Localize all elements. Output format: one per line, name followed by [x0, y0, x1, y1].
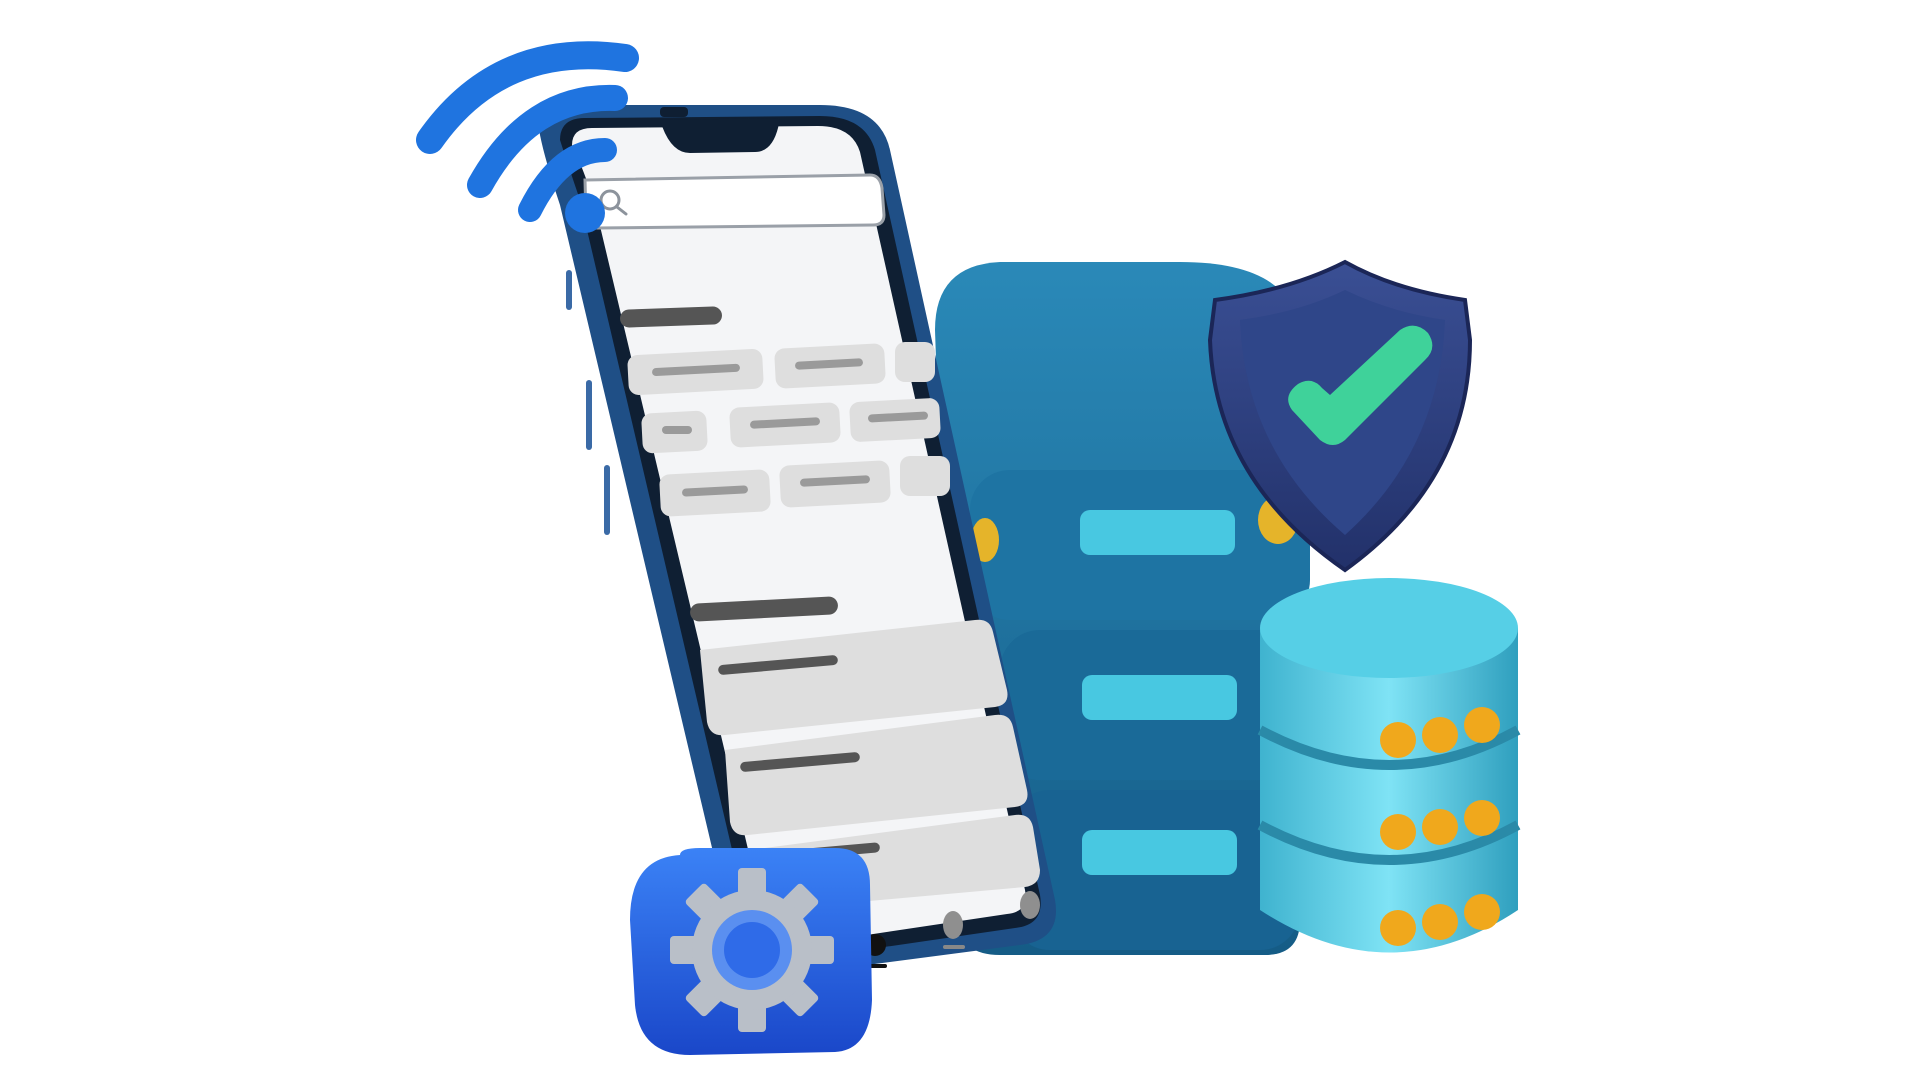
- section-heading-bar-2: [690, 596, 838, 622]
- search-icon: [599, 189, 628, 216]
- server-unit-2: [1000, 630, 1300, 780]
- database-icon: [1257, 578, 1521, 953]
- search-dot-icon[interactable]: [943, 911, 963, 939]
- shield-check-icon: [1207, 259, 1473, 573]
- profile-dot-icon[interactable]: [1020, 891, 1040, 919]
- list-card-2[interactable]: [725, 714, 1028, 836]
- section-heading-bar-1: [620, 306, 722, 328]
- server-unit-3: [1010, 790, 1300, 950]
- gear-icon: [670, 868, 834, 1032]
- database-status-dots: [1380, 707, 1500, 946]
- wifi-icon: [416, 41, 639, 233]
- server-unit-1: [970, 470, 1310, 620]
- list-card-1[interactable]: [700, 619, 1008, 736]
- settings-tile[interactable]: [630, 848, 872, 1055]
- search-bar[interactable]: [583, 173, 886, 230]
- chip-grid: [627, 342, 950, 517]
- smartphone: [539, 105, 1056, 976]
- phone-notch: [660, 118, 780, 153]
